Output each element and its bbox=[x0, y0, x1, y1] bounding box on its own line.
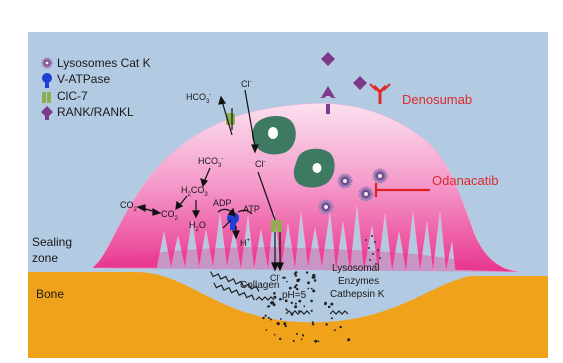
enzyme-dot bbox=[298, 279, 300, 281]
enzyme-dot bbox=[270, 301, 273, 304]
enzyme-dot bbox=[273, 292, 276, 295]
enzyme-dot bbox=[273, 296, 276, 299]
enzyme-dot bbox=[262, 317, 264, 319]
enzyme-dot bbox=[307, 288, 309, 290]
enzyme-dot bbox=[314, 279, 317, 282]
enzyme-dot bbox=[311, 310, 313, 312]
enzyme-dot bbox=[283, 322, 286, 325]
legend-label-rank-rankl: RANK/RANKL bbox=[57, 105, 134, 119]
lysosome-icon bbox=[42, 58, 52, 68]
enzyme-dot bbox=[285, 308, 287, 310]
enzyme-dot bbox=[294, 286, 297, 289]
enzyme-dot bbox=[270, 318, 272, 320]
ph-label: pH=5 bbox=[282, 290, 307, 301]
enzyme-dot bbox=[291, 302, 293, 304]
enzyme-dot bbox=[328, 306, 331, 309]
enzyme-dot bbox=[295, 271, 298, 274]
adp-label: ADP bbox=[213, 198, 232, 208]
enzyme-dot bbox=[274, 334, 276, 336]
enzyme-dot bbox=[318, 340, 320, 342]
enzyme-dot bbox=[295, 274, 297, 276]
enzyme-dot bbox=[279, 338, 281, 340]
enzyme-dot bbox=[339, 326, 341, 328]
enzyme-dot bbox=[273, 303, 276, 306]
enzyme-dot bbox=[347, 338, 350, 341]
enzyme-dot bbox=[330, 303, 333, 306]
enzyme-dot bbox=[312, 274, 315, 277]
enzyme-dot bbox=[294, 305, 297, 308]
enzyme-dot bbox=[286, 281, 288, 283]
enzyme-dot bbox=[311, 288, 313, 290]
legend-label-v-atpase: V-ATPase bbox=[57, 72, 110, 86]
denosumab-label: Denosumab bbox=[402, 92, 472, 107]
enzyme-dot bbox=[268, 317, 270, 319]
enzyme-dot bbox=[312, 321, 314, 323]
enzyme-dot bbox=[324, 302, 327, 305]
nucleus-1 bbox=[252, 116, 296, 154]
sealing-zone-label-line2: zone bbox=[32, 251, 58, 265]
legend-label-lysosomes: Lysosomes Cat K bbox=[57, 56, 151, 70]
bone-label: Bone bbox=[36, 287, 64, 301]
enzyme-dot bbox=[285, 325, 287, 327]
enzyme-dot bbox=[312, 323, 314, 325]
enzyme-dot bbox=[284, 277, 286, 279]
enzyme-dot bbox=[265, 315, 267, 317]
enzyme-dot bbox=[334, 329, 336, 331]
enzyme-dot bbox=[295, 303, 297, 305]
enzyme-dot bbox=[307, 281, 310, 284]
enzyme-dot bbox=[301, 338, 303, 340]
legend-label-clc7: ClC-7 bbox=[57, 89, 88, 103]
enzyme-dot bbox=[303, 305, 305, 307]
enzyme-dot bbox=[310, 300, 313, 303]
lysosomal-label-line1: Lysosomal bbox=[332, 263, 379, 274]
enzyme-dot bbox=[306, 271, 308, 273]
enzyme-dot bbox=[314, 277, 316, 279]
enzyme-dot bbox=[312, 289, 315, 292]
enzyme-dot bbox=[277, 322, 280, 325]
enzyme-dot bbox=[331, 317, 333, 319]
enzyme-dot bbox=[280, 318, 282, 320]
enzyme-dot bbox=[314, 340, 317, 343]
enzyme-dot bbox=[286, 309, 288, 311]
sealing-zone-label-line1: Sealing bbox=[32, 235, 72, 249]
enzyme-dot bbox=[268, 305, 270, 307]
lysosomal-label-line2: Enzymes bbox=[338, 276, 379, 287]
lysosomal-label-line3: Cathepsin K bbox=[330, 289, 385, 300]
atp-label: ATP bbox=[243, 204, 260, 214]
enzyme-dot bbox=[293, 340, 295, 342]
enzyme-dot bbox=[266, 329, 268, 331]
enzyme-dot bbox=[302, 334, 304, 336]
enzyme-dot bbox=[326, 323, 328, 325]
odanacatib-label: Odanacatib bbox=[432, 173, 499, 188]
enzyme-dot bbox=[296, 333, 298, 335]
